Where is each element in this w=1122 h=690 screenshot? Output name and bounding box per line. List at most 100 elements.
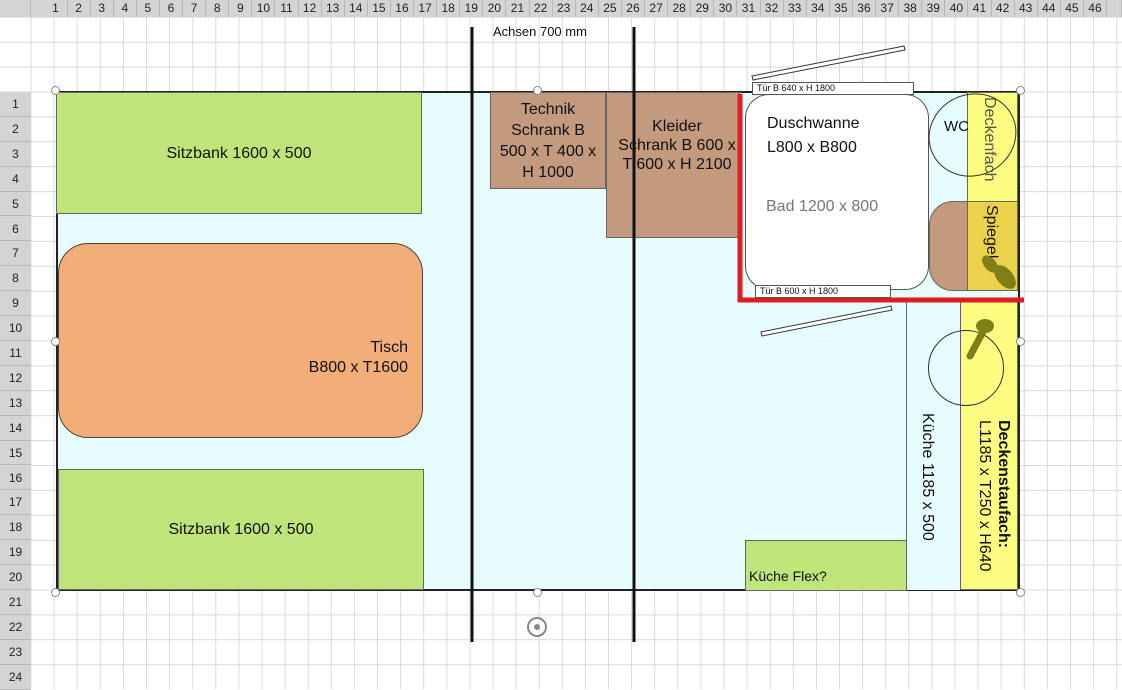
column-header[interactable]: 11 xyxy=(275,0,299,17)
row-header[interactable]: 6 xyxy=(0,216,31,242)
column-header[interactable]: 4 xyxy=(113,0,137,17)
column-header[interactable]: 45 xyxy=(1060,0,1084,17)
row-header[interactable]: 13 xyxy=(0,390,31,416)
column-header[interactable]: 41 xyxy=(968,0,992,17)
row-header[interactable]: 10 xyxy=(0,316,31,341)
column-header[interactable]: 35 xyxy=(829,0,853,17)
column-header[interactable]: 20 xyxy=(483,0,507,17)
deckenfach[interactable] xyxy=(967,92,1018,202)
resize-handle-n[interactable] xyxy=(533,86,542,95)
column-header[interactable]: 23 xyxy=(552,0,576,17)
resize-handle-sw[interactable] xyxy=(51,588,60,597)
sitzbank-bottom[interactable]: Sitzbank 1600 x 500 xyxy=(58,469,424,590)
column-header[interactable]: 29 xyxy=(691,0,715,17)
column-header[interactable]: 3 xyxy=(90,0,114,17)
column-header[interactable]: 21 xyxy=(506,0,530,17)
row-header[interactable]: 12 xyxy=(0,365,31,391)
row-header[interactable]: 23 xyxy=(0,639,31,665)
door-bottom[interactable]: Tür B 600 x H 1800 xyxy=(755,285,891,298)
column-header[interactable]: 17 xyxy=(414,0,438,17)
column-header[interactable]: 9 xyxy=(229,0,253,17)
column-header[interactable]: 16 xyxy=(390,0,415,17)
row-header[interactable]: 5 xyxy=(0,191,31,217)
row-header[interactable]: 21 xyxy=(0,590,31,615)
column-header[interactable]: 7 xyxy=(183,0,207,17)
column-header[interactable]: 43 xyxy=(1014,0,1038,17)
column-header[interactable]: 15 xyxy=(367,0,391,17)
resize-handle-nw[interactable] xyxy=(51,86,60,95)
resize-handle-w[interactable] xyxy=(51,337,60,346)
row-header[interactable]: 3 xyxy=(0,141,31,167)
column-header[interactable]: 1 xyxy=(44,0,68,17)
column-header[interactable]: 40 xyxy=(945,0,969,17)
column-header[interactable]: 27 xyxy=(645,0,669,17)
column-header[interactable]: 39 xyxy=(922,0,946,17)
resize-handle-se[interactable] xyxy=(1016,588,1025,597)
resize-handle-e[interactable] xyxy=(1016,337,1025,346)
column-header[interactable]: 28 xyxy=(668,0,692,17)
kleider-line2: Schrank B 600 x xyxy=(618,137,736,154)
row-header[interactable]: 24 xyxy=(0,664,31,690)
column-header[interactable]: 34 xyxy=(806,0,830,17)
resize-handle-s[interactable] xyxy=(533,588,542,597)
spuele-circle[interactable] xyxy=(928,330,1004,406)
column-header[interactable]: 18 xyxy=(437,0,461,17)
column-header[interactable]: 46 xyxy=(1083,0,1108,17)
column-header[interactable]: 19 xyxy=(460,0,484,17)
column-header[interactable]: 24 xyxy=(575,0,599,17)
door-leaf-bottom[interactable] xyxy=(760,305,893,337)
column-header[interactable]: 12 xyxy=(298,0,322,17)
column-header[interactable]: 22 xyxy=(529,0,553,17)
column-header[interactable]: 37 xyxy=(876,0,900,17)
row-header[interactable]: 19 xyxy=(0,540,31,566)
column-header[interactable]: 26 xyxy=(621,0,646,17)
tisch[interactable]: Tisch B800 x T1600 xyxy=(58,243,423,438)
row-header[interactable]: 20 xyxy=(0,565,31,590)
technik-schrank[interactable]: Technik Schrank B 500 x T 400 x H 1000 xyxy=(490,92,606,189)
column-header[interactable]: 2 xyxy=(67,0,91,17)
row-header[interactable]: 22 xyxy=(0,614,31,640)
bad-label: Bad 1200 x 800 xyxy=(766,198,879,215)
row-header[interactable]: 16 xyxy=(0,465,31,491)
row-header[interactable]: 15 xyxy=(0,440,31,466)
faucet-upper-2 xyxy=(982,255,998,273)
column-header[interactable]: 5 xyxy=(136,0,160,17)
waschbecken[interactable] xyxy=(929,201,969,291)
column-header[interactable]: 44 xyxy=(1037,0,1061,17)
resize-handle-ne[interactable] xyxy=(1016,86,1025,95)
technik-line1: Technik xyxy=(520,100,576,118)
column-header[interactable]: 42 xyxy=(991,0,1015,17)
row-header[interactable]: 17 xyxy=(0,490,31,516)
row-header[interactable]: 7 xyxy=(0,241,31,267)
column-header[interactable]: 10 xyxy=(252,0,276,17)
column-header[interactable]: 8 xyxy=(206,0,230,17)
door-leaf-top[interactable] xyxy=(751,45,906,81)
column-header[interactable]: 30 xyxy=(714,0,738,17)
column-header[interactable]: 25 xyxy=(598,0,622,17)
row-header[interactable]: 2 xyxy=(0,116,31,142)
row-header[interactable]: 11 xyxy=(0,341,31,366)
row-header[interactable]: 14 xyxy=(0,415,31,441)
column-header[interactable]: 33 xyxy=(783,0,807,17)
column-header[interactable]: 31 xyxy=(737,0,761,17)
duschwanne-label: Duschwanne xyxy=(767,115,860,132)
rotate-handle-icon[interactable] xyxy=(527,617,547,637)
faucet-upper xyxy=(994,265,1016,289)
door-top[interactable]: Tür B 640 x H 1800 xyxy=(752,82,914,95)
kueche-flex[interactable]: Küche Flex? xyxy=(745,540,907,591)
row-header[interactable]: 4 xyxy=(0,166,31,192)
sitzbank-top[interactable]: Sitzbank 1600 x 500 xyxy=(56,92,422,214)
column-header[interactable]: 36 xyxy=(852,0,877,17)
row-header[interactable]: 9 xyxy=(0,291,31,317)
column-header[interactable]: 32 xyxy=(760,0,784,17)
column-header[interactable]: 14 xyxy=(344,0,368,17)
row-header[interactable]: 1 xyxy=(0,92,31,117)
row-header[interactable]: 8 xyxy=(0,266,31,292)
corner-cell[interactable] xyxy=(0,0,31,17)
column-header[interactable]: 38 xyxy=(899,0,923,17)
technik-line4: H 1000 xyxy=(522,163,574,181)
row-header[interactable]: 18 xyxy=(0,515,31,541)
column-header[interactable]: 6 xyxy=(159,0,184,17)
column-header[interactable]: 13 xyxy=(321,0,345,17)
